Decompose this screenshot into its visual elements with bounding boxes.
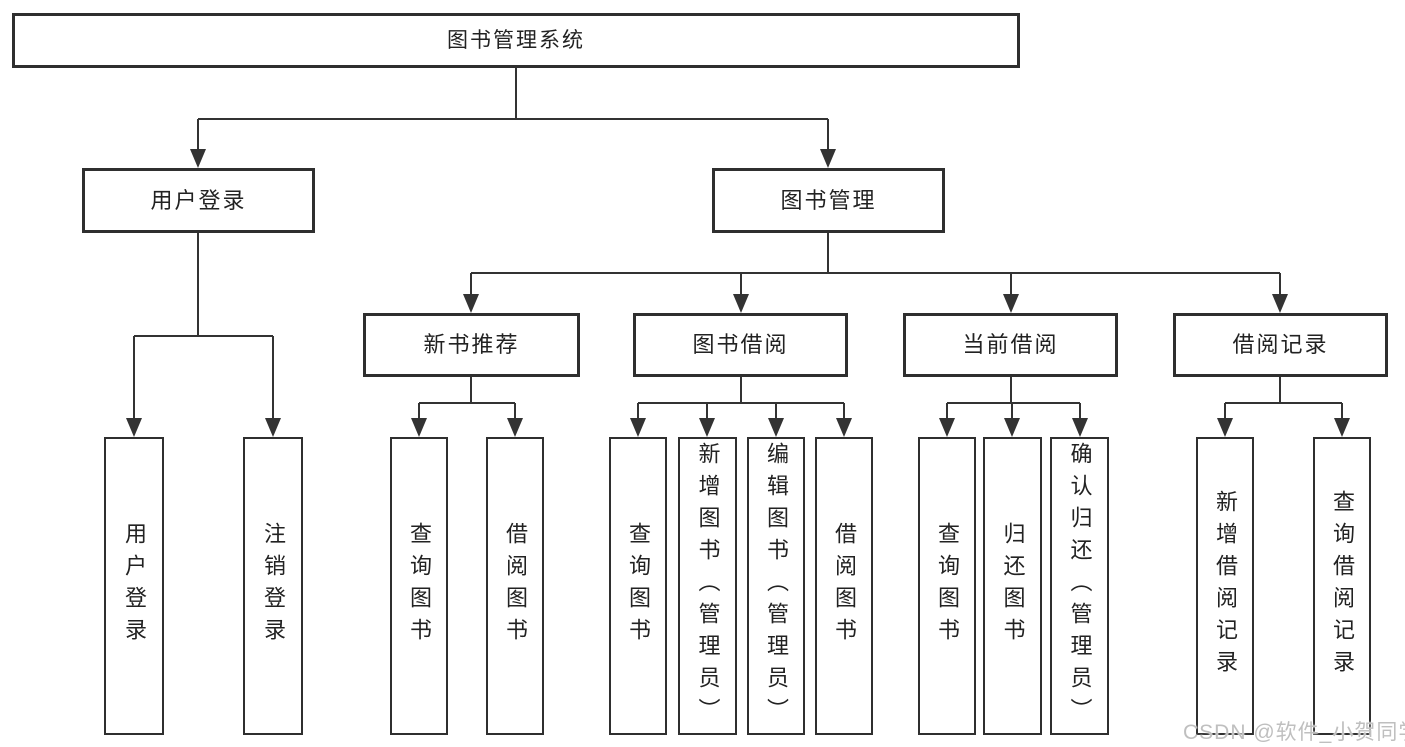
leaf-add-borrow-record: 新增借阅记录 xyxy=(1196,437,1254,735)
node-new-book-recommend: 新书推荐 xyxy=(363,313,580,377)
node-current-borrow: 当前借阅 xyxy=(903,313,1118,377)
leaf-logout: 注销登录 xyxy=(243,437,303,735)
leaf-edit-books-admin: 编辑图书（管理员） xyxy=(747,437,805,735)
node-book-borrow: 图书借阅 xyxy=(633,313,848,377)
node-book-management: 图书管理 xyxy=(712,168,945,233)
leaf-user-login: 用户登录 xyxy=(104,437,164,735)
leaf-query-books-recommend: 查询图书 xyxy=(390,437,448,735)
leaf-return-books: 归还图书 xyxy=(983,437,1042,735)
leaf-confirm-return-admin: 确认归还（管理员） xyxy=(1050,437,1109,735)
leaf-borrow-books: 借阅图书 xyxy=(815,437,873,735)
node-library-system: 图书管理系统 xyxy=(12,13,1020,68)
leaf-query-books-current: 查询图书 xyxy=(918,437,976,735)
node-borrow-records: 借阅记录 xyxy=(1173,313,1388,377)
leaf-query-borrow-record: 查询借阅记录 xyxy=(1313,437,1371,735)
leaf-borrow-books-recommend: 借阅图书 xyxy=(486,437,544,735)
leaf-add-books-admin: 新增图书（管理员） xyxy=(678,437,737,735)
node-user-login: 用户登录 xyxy=(82,168,315,233)
csdn-watermark: CSDN @软件_小贺同学 xyxy=(1183,721,1405,744)
leaf-query-books-borrow: 查询图书 xyxy=(609,437,667,735)
